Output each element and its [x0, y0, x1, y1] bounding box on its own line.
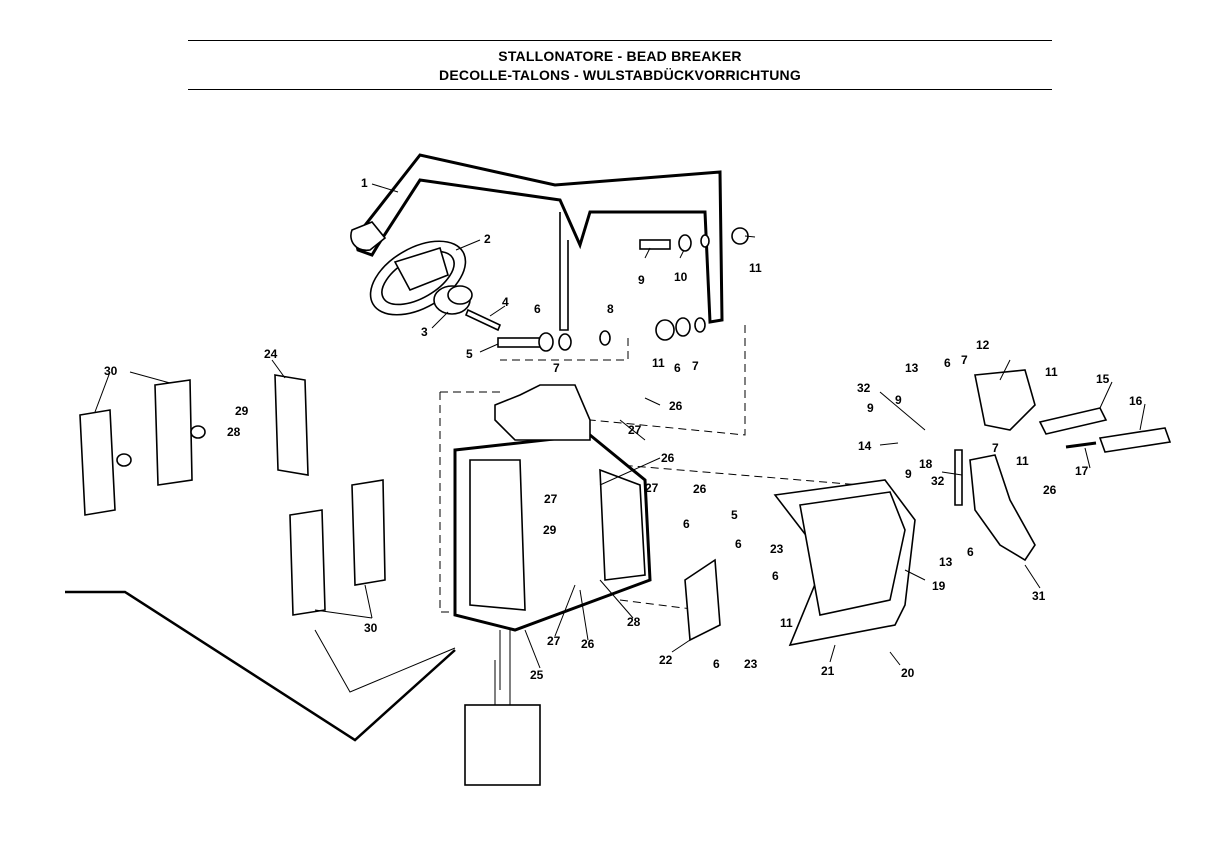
- callout-26d: 26: [581, 637, 595, 651]
- spring: [954, 449, 963, 506]
- callout-31: 31: [1032, 589, 1046, 603]
- callout-27d: 27: [547, 634, 561, 648]
- callout-22: 22: [659, 653, 673, 667]
- callout-20: 20: [901, 666, 915, 680]
- callout-11b: 11: [652, 356, 665, 370]
- callout-26c: 26: [693, 482, 707, 496]
- callout-28b: 28: [227, 425, 241, 439]
- diagram-title-block: STALLONATORE - BEAD BREAKER DECOLLE-TALO…: [188, 40, 1052, 90]
- callout-10: 10: [674, 270, 688, 284]
- callout-24: 24: [264, 347, 278, 361]
- pin: [464, 308, 502, 332]
- callout-1: 1: [361, 176, 368, 190]
- handles: [1038, 407, 1172, 453]
- arm-bolt-set: [639, 227, 749, 252]
- machine-column: [464, 660, 541, 786]
- arm-hardware: [497, 317, 706, 352]
- callout-7c: 7: [961, 353, 968, 367]
- callout-6: 6: [534, 302, 541, 316]
- callout-30a: 30: [104, 364, 118, 378]
- callout-13a: 13: [905, 361, 919, 375]
- callout-3: 3: [421, 325, 428, 339]
- callout-27c: 27: [645, 481, 659, 495]
- bushing: [433, 285, 473, 315]
- callout-26a: 26: [669, 399, 683, 413]
- callout-4: 4: [502, 295, 509, 309]
- clamp-callout-bracket: [314, 629, 456, 693]
- callout-19: 19: [932, 579, 946, 593]
- shield-plate: [773, 479, 916, 647]
- mounting-plate: [684, 558, 721, 642]
- callout-21: 21: [821, 664, 835, 678]
- callout-13b: 13: [939, 555, 953, 569]
- callout-14: 14: [858, 439, 872, 453]
- callout-9b: 9: [895, 393, 902, 407]
- title-italian-english: STALLONATORE - BEAD BREAKER: [498, 48, 742, 64]
- callout-6e: 6: [772, 569, 779, 583]
- callout-11: 11: [749, 261, 762, 275]
- callout-23a: 23: [770, 542, 784, 556]
- callout-23b: 23: [744, 657, 758, 671]
- callout-5b: 5: [731, 508, 738, 522]
- callout-11c: 11: [780, 616, 793, 630]
- callout-9d: 9: [905, 467, 912, 481]
- callout-17: 17: [1075, 464, 1089, 478]
- bead-breaker-bracket: [453, 384, 652, 690]
- callout-8: 8: [607, 302, 614, 316]
- callout-32a: 32: [857, 381, 871, 395]
- callout-11e: 11: [1016, 454, 1029, 468]
- title-french-german: DECOLLE-TALONS - WULSTABDÜCKVORRICHTUNG: [439, 67, 801, 83]
- bead-breaker-arm: [350, 153, 724, 331]
- callout-9: 9: [638, 273, 645, 287]
- leader-lines: [94, 183, 1146, 669]
- section-pointer: [65, 590, 456, 742]
- callout-32b: 32: [931, 474, 945, 488]
- callout-7: 7: [553, 361, 560, 375]
- callout-30b: 30: [364, 621, 378, 635]
- callout-6f: 6: [713, 657, 720, 671]
- callout-28a: 28: [627, 615, 641, 629]
- callout-16: 16: [1129, 394, 1143, 408]
- callout-29a: 29: [543, 523, 557, 537]
- callout-6c: 6: [683, 517, 690, 531]
- upper-lever: [974, 369, 1036, 431]
- callout-26e: 26: [1043, 483, 1057, 497]
- callout-7b: 7: [692, 359, 699, 373]
- callout-18: 18: [919, 457, 933, 471]
- callout-25: 25: [530, 668, 544, 682]
- callout-15: 15: [1096, 372, 1110, 386]
- callout-6g: 6: [944, 356, 951, 370]
- callout-labels: 1 2 3 4 5 6 7 8 9 10 11 11 6 7 26 27 26 …: [104, 176, 1143, 682]
- lever-plate: [969, 454, 1036, 562]
- callout-9c: 9: [867, 401, 874, 415]
- callout-26b: 26: [661, 451, 675, 465]
- callout-7d: 7: [992, 441, 999, 455]
- callout-12: 12: [976, 338, 990, 352]
- callout-27a: 27: [628, 423, 642, 437]
- callout-29b: 29: [235, 404, 249, 418]
- callout-6b: 6: [674, 361, 681, 375]
- callout-6d: 6: [735, 537, 742, 551]
- callout-27b: 27: [544, 492, 558, 506]
- clamp-plates: [79, 374, 386, 616]
- callout-5: 5: [466, 347, 473, 361]
- callout-11d: 11: [1045, 365, 1058, 379]
- callout-2: 2: [484, 232, 491, 246]
- callout-6h: 6: [967, 545, 974, 559]
